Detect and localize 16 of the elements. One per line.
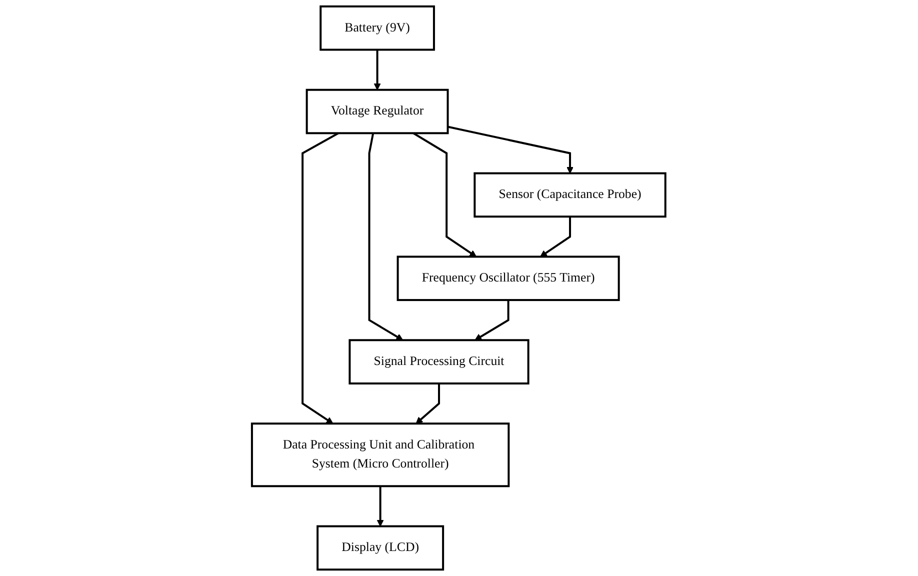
arrow — [368, 132, 404, 340]
arrow — [374, 50, 382, 90]
node-box: Battery (9V) — [320, 5, 436, 51]
node-box: Voltage Regulator — [306, 88, 450, 134]
arrow — [416, 383, 440, 424]
arrow — [302, 132, 340, 424]
node-box: Display (LCD) — [316, 525, 444, 571]
arrow — [475, 300, 510, 340]
arrow — [413, 132, 477, 258]
node-box: Sensor (Capacitance Probe) — [474, 172, 667, 218]
node-box: Frequency Oscillator (555 Timer) — [397, 256, 620, 302]
arrow — [540, 216, 572, 258]
arrow — [377, 486, 384, 527]
arrow — [448, 126, 574, 174]
node-box: Data Processing Unit and Calibration System (Micro Controller) — [251, 422, 510, 488]
node-box: Signal Processing Circuit — [349, 339, 530, 384]
